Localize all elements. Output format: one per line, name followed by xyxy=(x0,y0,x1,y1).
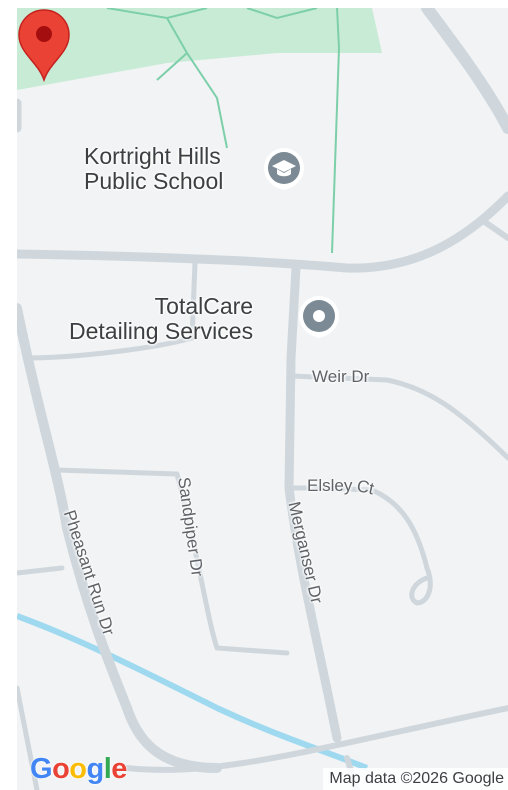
poi-label-business[interactable]: TotalCare Detailing Services xyxy=(69,293,254,345)
logo-letter: o xyxy=(52,753,70,785)
map-base xyxy=(17,8,508,790)
roads xyxy=(17,8,508,790)
park-area xyxy=(17,8,382,90)
google-logo[interactable]: Google xyxy=(30,753,127,786)
location-marker-icon[interactable] xyxy=(17,8,71,82)
logo-letter: e xyxy=(111,753,127,785)
park-paths xyxy=(106,8,341,254)
graduation-cap-icon[interactable] xyxy=(262,146,306,192)
logo-letter: o xyxy=(69,753,87,785)
logo-letter: l xyxy=(103,753,112,785)
street-label-elsley: Elsley Ct xyxy=(307,476,376,499)
logo-letter: G xyxy=(30,753,53,785)
street-label-weir: Weir Dr xyxy=(312,367,370,386)
place-dot-icon[interactable] xyxy=(297,294,341,340)
map-attribution[interactable]: Map data ©2026 Google xyxy=(323,768,508,790)
poi-label-school[interactable]: Kortright Hills Public School xyxy=(84,143,224,195)
map-canvas[interactable]: Kortright Hills Public School TotalCare … xyxy=(17,8,508,790)
logo-letter: g xyxy=(86,753,105,785)
